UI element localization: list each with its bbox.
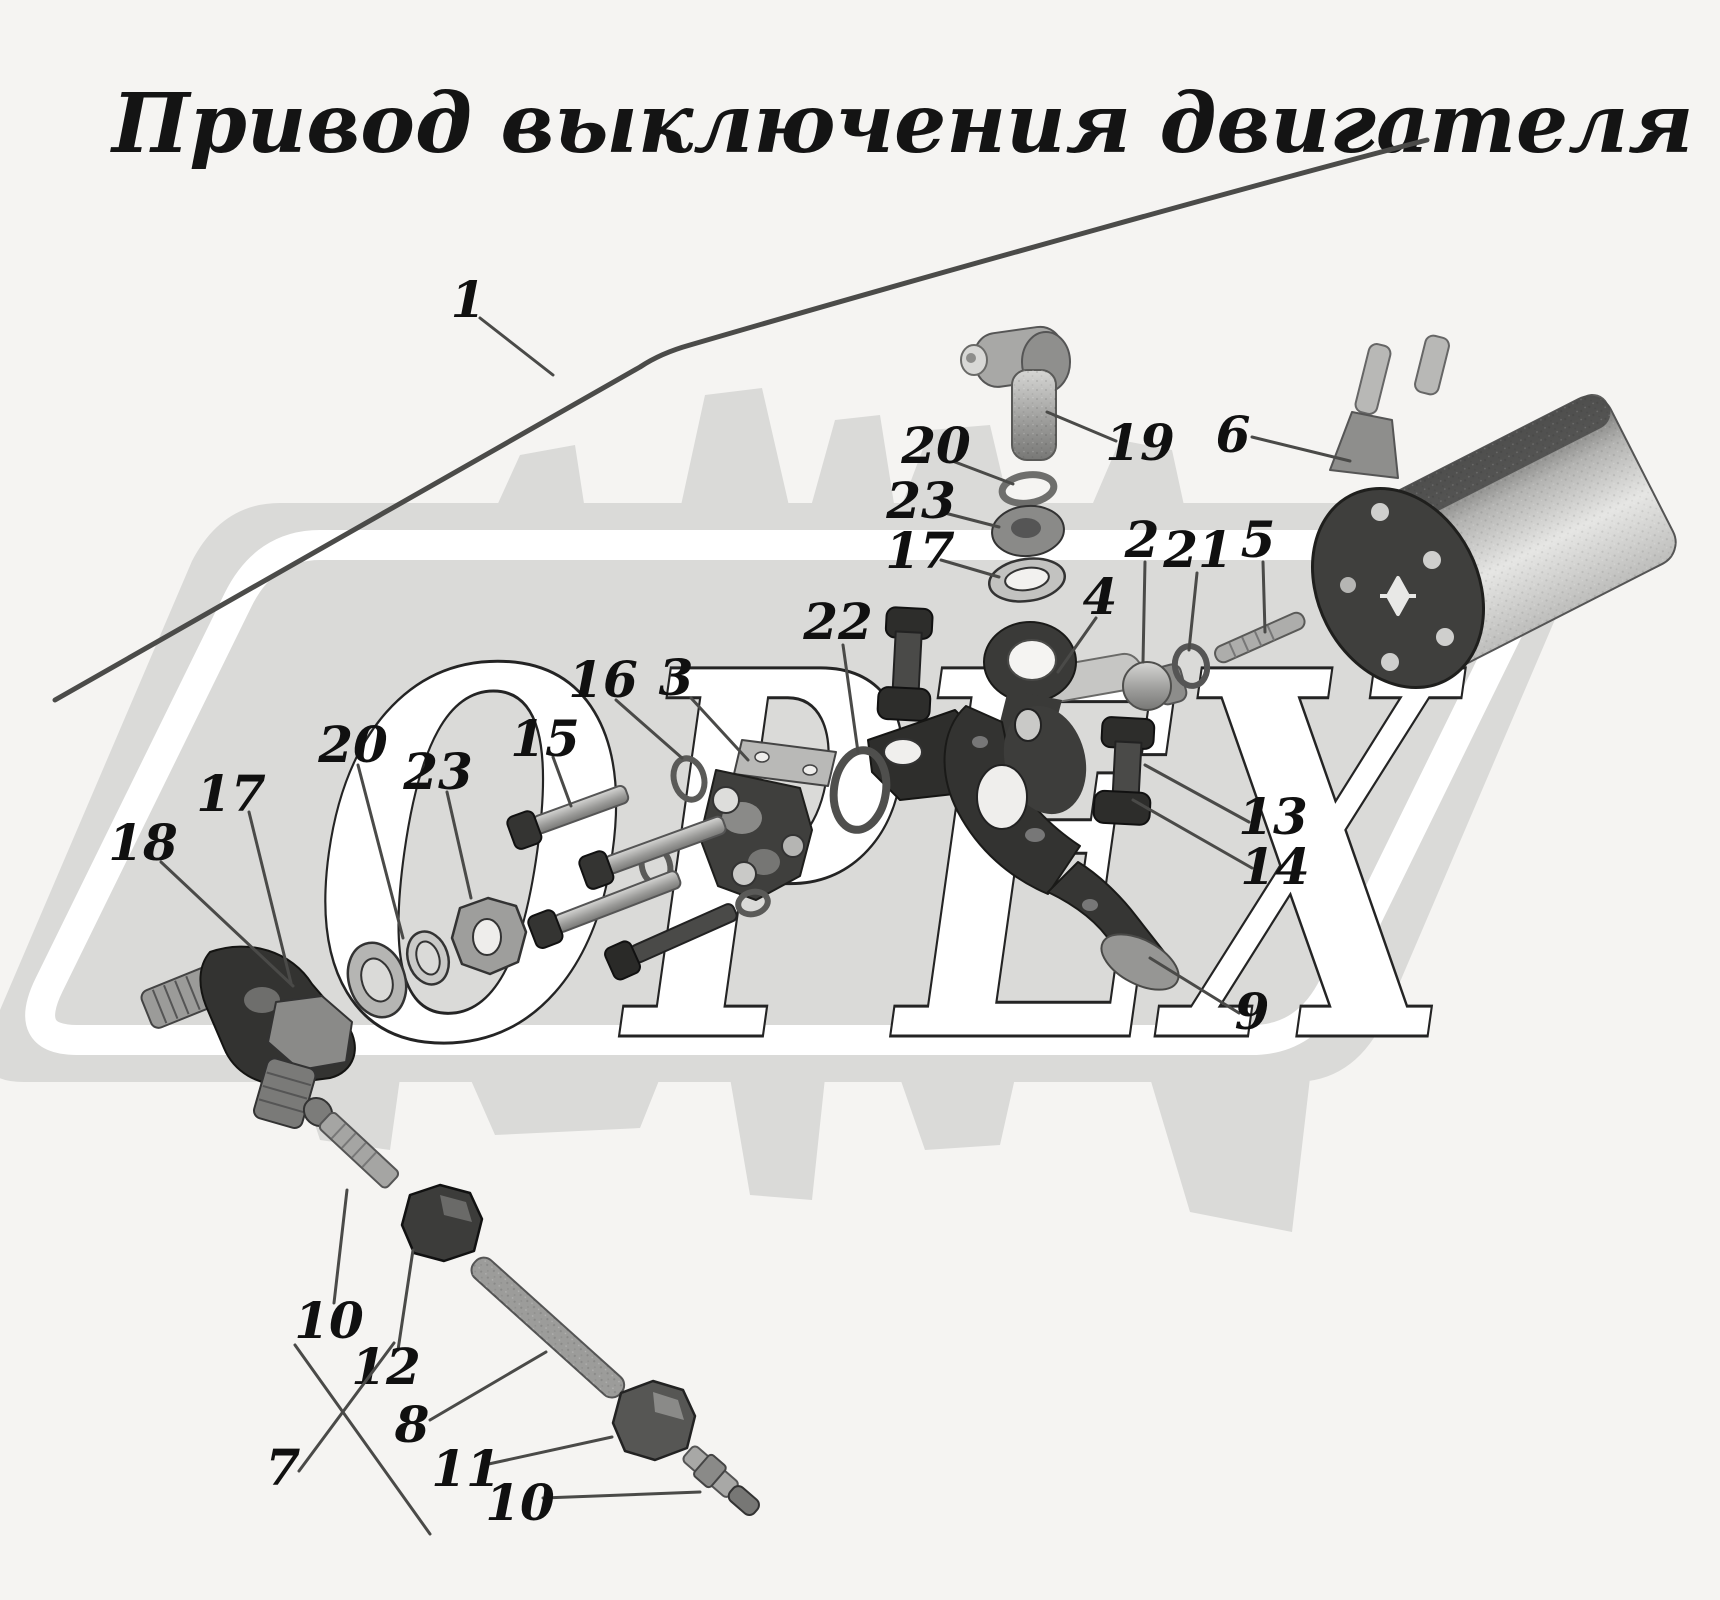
- page-title: Привод выключения двигателя: [110, 76, 1693, 172]
- part-oring-22: [829, 746, 891, 834]
- watermark-text: ОРЕХ: [271, 561, 1496, 1155]
- callout-label: 3: [659, 648, 694, 707]
- callout-label: 11: [431, 1439, 501, 1498]
- callout-label: 18: [108, 813, 178, 872]
- callout-label: 23: [402, 742, 473, 801]
- part-washer-20-left: [405, 930, 451, 986]
- watermark: ОРЕХ: [0, 388, 1589, 1232]
- callout-label: 16: [568, 650, 638, 709]
- callout-leader: [356, 763, 405, 940]
- callout-leader: [1250, 435, 1352, 463]
- parts-illustration: [52, 137, 1677, 1516]
- callout-leader: [247, 810, 293, 985]
- callout-label: 13: [1238, 787, 1308, 846]
- part-bolt-13-left: [876, 606, 934, 722]
- part-lever-bracket: [867, 621, 1180, 991]
- callout-label: 4: [1083, 567, 1118, 626]
- callout-leader: [939, 558, 1001, 579]
- callout-leader: [1141, 560, 1147, 664]
- callout-leader: [689, 696, 750, 762]
- callout-leader: [551, 755, 573, 808]
- callout-leader: [482, 1435, 614, 1467]
- part-control-cable: [52, 137, 1430, 703]
- callout-leader: [1143, 763, 1251, 824]
- callout-label: 6: [1216, 405, 1251, 464]
- callout-leader: [1045, 410, 1118, 443]
- callout-leader: [297, 1341, 396, 1473]
- callout-leader: [1261, 560, 1267, 634]
- callout-leader: [332, 1188, 349, 1305]
- callout-leader: [445, 790, 473, 900]
- callout-leader: [1187, 571, 1199, 652]
- part-bolt-10-lower: [682, 1445, 760, 1516]
- callout-label: 15: [510, 709, 580, 768]
- part-ring-21: [1171, 643, 1211, 689]
- part-bolt-13-right: [1092, 716, 1156, 826]
- part-fitting-10-upper: [302, 1097, 400, 1189]
- part-washer-17-top: [988, 557, 1066, 603]
- callout-leader: [396, 1248, 415, 1352]
- callout-leader: [841, 643, 860, 754]
- callout-label: 9: [1235, 982, 1270, 1041]
- part-solenoid: [1311, 334, 1677, 690]
- callout-label: 8: [394, 1395, 430, 1454]
- callout-leader: [478, 316, 555, 377]
- part-valve-body-3: [699, 739, 837, 901]
- callout-label: 2: [1124, 510, 1160, 569]
- callout-leader: [614, 698, 684, 760]
- part-nut-12: [400, 1183, 484, 1263]
- callout-label: 7: [266, 1438, 301, 1497]
- callout-leader: [1148, 956, 1241, 1015]
- part-rod-8: [470, 1256, 626, 1399]
- part-nut-23-top: [991, 504, 1065, 558]
- callout-leader: [1131, 798, 1254, 870]
- part-washer-17-left: [346, 941, 408, 1019]
- callout-label: 14: [1240, 837, 1310, 896]
- callout-label: 10: [485, 1473, 555, 1532]
- callout-leader: [159, 860, 295, 988]
- callout-label: 22: [802, 592, 873, 651]
- callout-leader: [541, 1490, 702, 1500]
- callout-leader: [428, 1350, 548, 1422]
- callout-leader: [939, 510, 1001, 529]
- callout-label: 20: [317, 715, 388, 774]
- part-tee-fitting-18: [140, 945, 356, 1130]
- callout-label: 21: [1162, 520, 1233, 579]
- part-bolts-15: [506, 785, 738, 981]
- callout-leader: [953, 460, 1015, 486]
- callout-label: 17: [196, 764, 266, 823]
- part-elbow-fitting: [960, 325, 1071, 461]
- part-nut-23-left: [450, 896, 528, 976]
- callout-label: 23: [885, 471, 956, 530]
- callout-leader: [293, 1343, 432, 1536]
- part-coupling-11: [611, 1379, 697, 1462]
- part-washer-20-top: [998, 471, 1058, 507]
- callout-label: 20: [900, 416, 971, 475]
- callout-label: 10: [294, 1291, 364, 1350]
- callout-label: 19: [1105, 413, 1175, 472]
- callout-label: 17: [885, 521, 955, 580]
- part-pin-5: [1214, 611, 1306, 664]
- callout-leader: [1056, 616, 1098, 674]
- callout-label: 5: [1241, 510, 1276, 569]
- callout-label: 1: [451, 270, 486, 329]
